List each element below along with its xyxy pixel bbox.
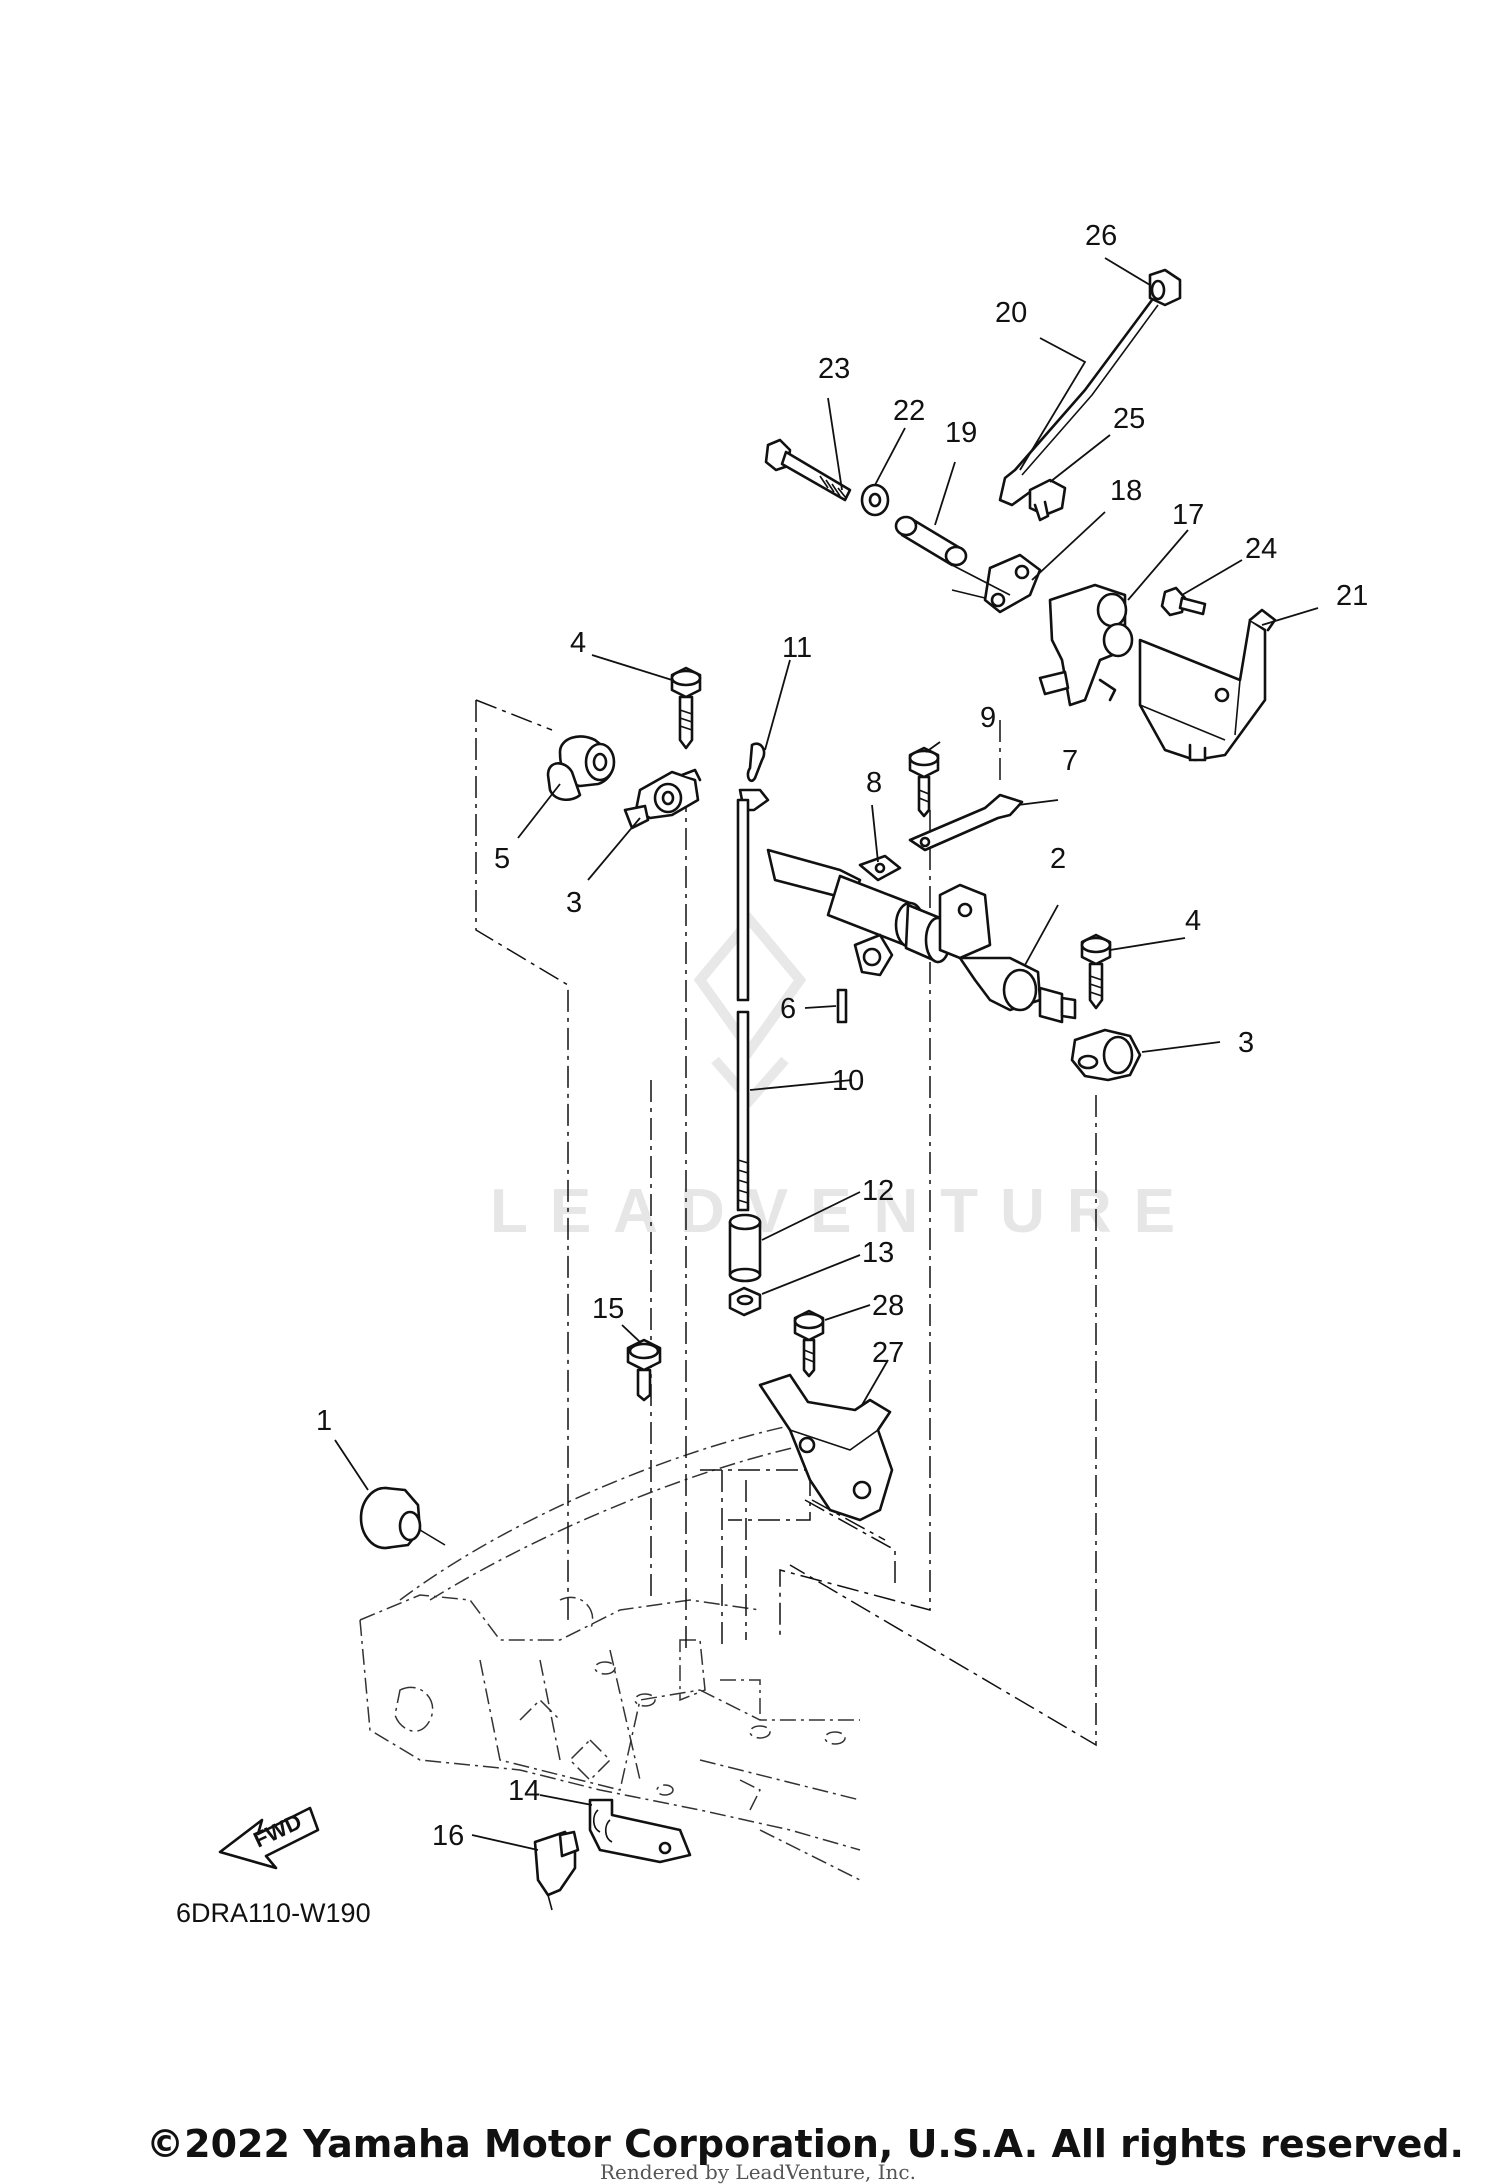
callout-26: 26 [1085, 220, 1117, 252]
callout-19: 19 [945, 417, 977, 449]
callout-18: 18 [1110, 475, 1142, 507]
part-2-shift-shaft [766, 848, 1077, 1024]
callout-3-upper: 3 [566, 887, 582, 919]
callout-5-text: 5 [494, 843, 510, 875]
bottom-cowling-outline [359, 1419, 871, 1881]
callout-24: 24 [1245, 533, 1277, 565]
callout-22: 22 [893, 395, 925, 427]
callout-13: 13 [862, 1237, 894, 1269]
part-11-clip [746, 742, 766, 783]
callout-16-text: 16 [432, 1820, 464, 1852]
part-7-plate [908, 793, 1024, 852]
callout-numbers: 26 20 23 22 19 25 18 17 24 21 4 11 9 7 8… [316, 220, 1368, 1852]
callout-20: 20 [995, 297, 1027, 329]
callout-15: 15 [592, 1293, 624, 1325]
leader-lines [334, 257, 1319, 1851]
callout-27: 27 [872, 1337, 904, 1369]
callout-23: 23 [818, 353, 850, 385]
part-21-bracket [1138, 608, 1277, 762]
part-19-collar [894, 515, 968, 567]
part-27-bracket [758, 1373, 894, 1522]
part-20-shift-rod [998, 298, 1159, 507]
callout-9: 9 [980, 702, 996, 734]
part-16-clamp [533, 1830, 580, 1911]
callout-11: 11 [782, 632, 812, 664]
part-24-screw [1160, 586, 1207, 617]
callout-21: 21 [1336, 580, 1368, 612]
part-25-clip [1028, 478, 1067, 522]
part-18-link [951, 553, 1042, 614]
callout-4-lower: 4 [1185, 905, 1201, 937]
callout-1: 1 [316, 1405, 332, 1437]
part-15-bolt [626, 1338, 662, 1402]
callout-6-text: 6 [780, 993, 796, 1025]
callout-28: 28 [872, 1290, 904, 1322]
part-3-holder-upper [623, 768, 702, 830]
part-26-nut [1148, 268, 1182, 307]
callout-7: 7 [1062, 745, 1078, 777]
part-17-lever [1038, 583, 1134, 707]
callout-10: 10 [832, 1065, 864, 1097]
part-22-washer [860, 483, 890, 517]
part-14-clip [588, 1798, 692, 1864]
part-8-plate [858, 854, 902, 882]
callout-17: 17 [1172, 499, 1204, 531]
callout-12: 12 [862, 1175, 894, 1207]
diagram-code: 6DRA110-W190 [176, 1898, 371, 1928]
part-9-bolt [908, 746, 940, 818]
callout-2: 2 [1050, 843, 1066, 875]
part-12-collar [728, 1213, 762, 1283]
part-13-nut [728, 1286, 762, 1317]
part-6-pin [836, 988, 848, 1024]
part-4-bolt-upper [670, 666, 702, 750]
part-3-holder-lower [1070, 1028, 1142, 1082]
part-5-bushing [546, 735, 616, 801]
part-10-rod [736, 788, 770, 1212]
part-1-grommet [359, 1486, 446, 1550]
part-28-bolt [793, 1309, 825, 1378]
callout-3-lower: 3 [1238, 1027, 1254, 1059]
callout-25: 25 [1113, 403, 1145, 435]
callout-8: 8 [866, 767, 882, 799]
callout-4-upper: 4 [570, 627, 586, 659]
watermark-text: LEADVENTURE [490, 1177, 1197, 1246]
copyright-notice: ©2022 Yamaha Motor Corporation, U.S.A. A… [146, 2122, 1464, 2166]
watermark: LEADVENTURE [490, 912, 1197, 1246]
assembly-lines [475, 699, 1097, 1747]
part-23-bolt [764, 438, 852, 502]
part-4-bolt-lower [1080, 933, 1112, 1010]
rendered-by-notice: Rendered by LeadVenture, Inc. [600, 2160, 916, 2184]
callout-14: 14 [508, 1775, 540, 1807]
fwd-arrow: FWD [218, 1806, 320, 1870]
